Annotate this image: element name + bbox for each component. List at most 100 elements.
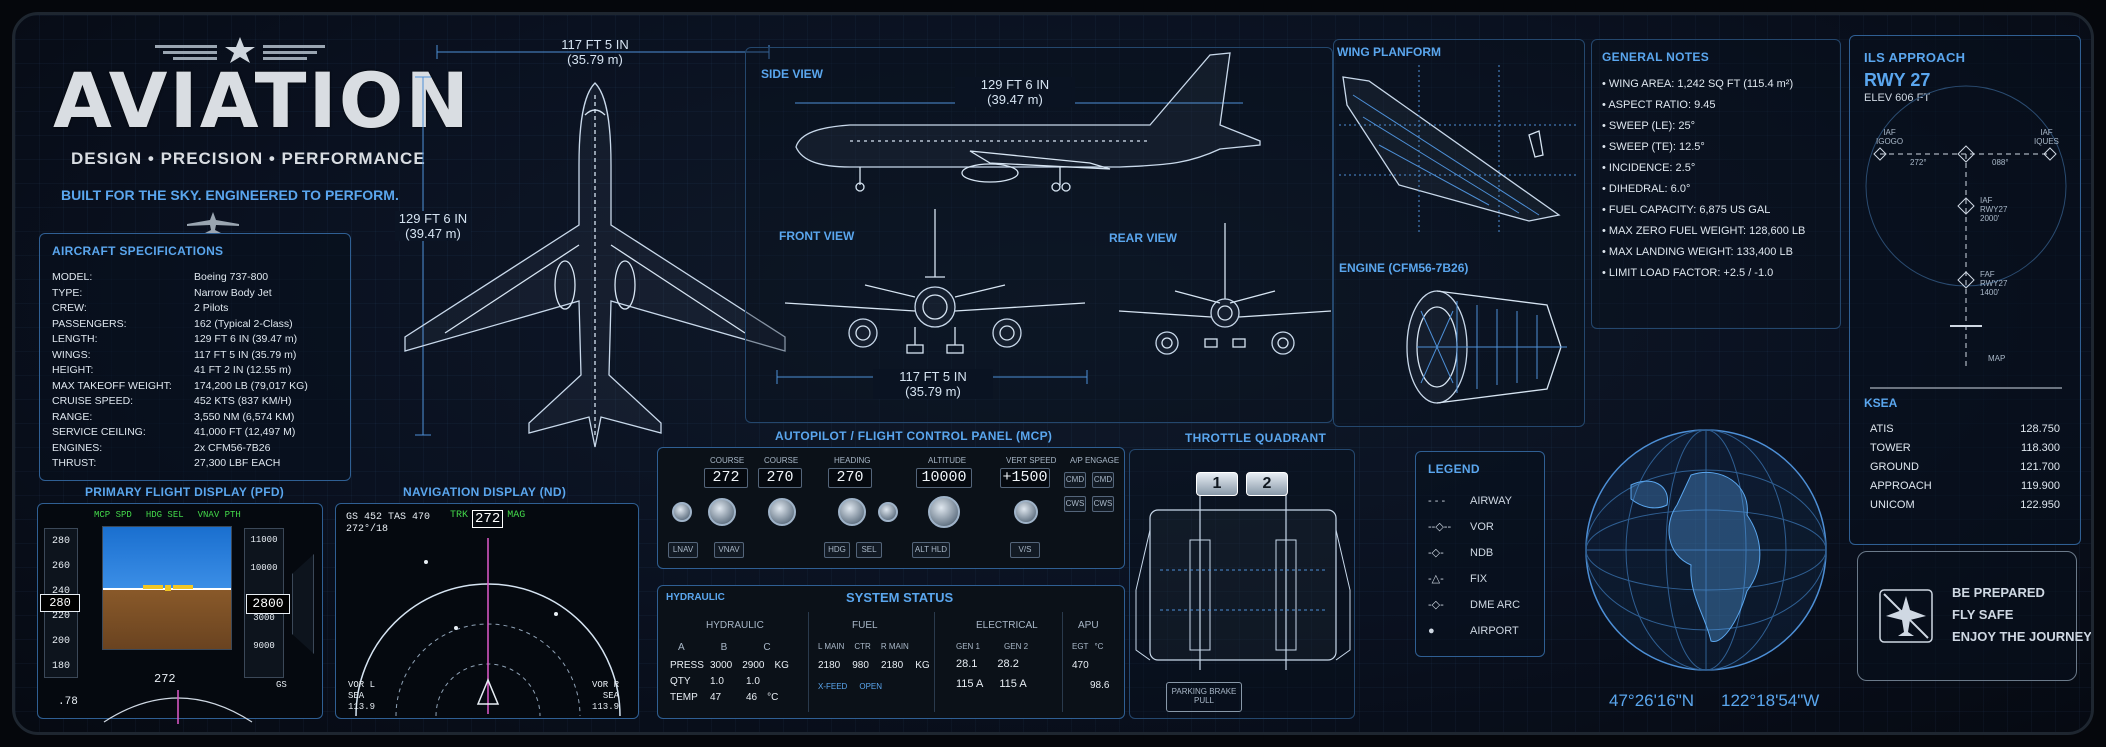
pfd-speed-4: 220 [51, 611, 70, 622]
electrical-title: ELECTRICAL [976, 620, 1038, 631]
mcp-course-right-knob[interactable] [708, 498, 736, 526]
top-length-m: (39.47 m) [405, 226, 461, 241]
fuel-col-rmain: R MAIN [880, 642, 909, 651]
parking-brake-button[interactable]: PARKING BRAKE PULL [1166, 682, 1242, 712]
hydraulic-title: HYDRAULIC [706, 620, 764, 631]
note-item: • INCIDENCE: 2.5° [1602, 162, 1696, 174]
mcp-hdg-button[interactable]: HDG [824, 542, 850, 558]
pfd-speed-readout: 280 [40, 594, 80, 612]
ils-panel: ILS APPROACH RWY 27 ELEV 606 FT IAF IGOG… [1849, 35, 2081, 545]
notes-list: • WING AREA: 1,242 SQ FT (115.4 m²)• ASP… [1602, 74, 1838, 284]
frequency-row: TOWER 118.300 [1870, 439, 2060, 458]
mcp-sel-button[interactable]: SEL [856, 542, 882, 558]
spec-value: 2 Pilots [194, 302, 229, 314]
mcp-lnav-button[interactable]: LNAV [668, 542, 698, 558]
fuel-xfeed-row: X-FEED OPEN [818, 682, 882, 691]
throttle-lever-1[interactable]: 1 [1196, 472, 1238, 496]
front-dim-line [776, 370, 1088, 384]
electrical-volt-row: 28.1 28.2 [956, 658, 1019, 670]
motto-line-3: ENJOY THE JOURNEY [1952, 629, 2092, 644]
motto-lines: BE PREPARED FLY SAFE ENJOY THE JOURNEY [1952, 582, 2092, 648]
mcp-alt-hold-button[interactable]: ALT HLD [912, 542, 950, 558]
nd-panel: GS 452 TAS 470 272°/18 TRK 272 MAG VOR L… [335, 503, 639, 719]
electrical-amp-row: 115 A 115 A [956, 678, 1027, 690]
frequency-value: 119.900 [2021, 480, 2060, 492]
spec-row: THRUST:27,300 LBF EACH [52, 456, 342, 472]
mcp-vnav-button[interactable]: VNAV [714, 542, 744, 558]
mcp-course-right-display: 270 [758, 468, 802, 488]
rear-view-label: REAR VIEW [1109, 231, 1178, 245]
hydraulic-col-a: A [678, 642, 685, 653]
front-wingspan-dim: 117 FT 5 IN (35.79 m) [873, 369, 993, 399]
pfd-panel: MCP SPD HDG SEL VNAV PTH 280 260 240 220… [37, 503, 323, 724]
mcp-altitude-knob[interactable] [928, 496, 960, 528]
mcp-heading-knob[interactable] [838, 498, 866, 526]
note-text: DIHEDRAL: 6.0° [1608, 183, 1691, 195]
top-view-dimension-lines [415, 45, 770, 436]
nd-vor-left-label: VOR L [348, 680, 376, 690]
pfd-heading: 272 [154, 672, 176, 686]
note-item: • MAX ZERO FUEL WEIGHT: 128,600 LB [1602, 225, 1806, 237]
mcp-vs-display: +1500 [1000, 468, 1050, 488]
legend-item: -△-FIX [1428, 566, 1540, 592]
front-view-label: FRONT VIEW [779, 229, 855, 243]
side-length-m: (39.47 m) [987, 92, 1043, 107]
hydraulic-qty-a: 1.0 [710, 676, 724, 687]
pfd-speed-2: 260 [51, 561, 70, 572]
throttle-quadrant-drawing [1135, 490, 1351, 670]
side-view-airplane [795, 52, 1261, 192]
brand-subtitle: BUILT FOR THE SKY. ENGINEERED TO PERFORM… [61, 187, 399, 203]
mcp-altitude-display: 10000 [916, 468, 972, 488]
mcp-ap-cws-a-button[interactable]: CWS [1064, 496, 1086, 512]
note-text: MAX LANDING WEIGHT: 133,400 LB [1608, 246, 1793, 258]
mcp-ap-cmd-a-button[interactable]: CMD [1064, 472, 1086, 488]
notes-title: GENERAL NOTES [1602, 50, 1710, 64]
pfd-speed-6: 180 [51, 661, 70, 672]
spec-value: 452 KTS (837 KM/H) [194, 395, 292, 407]
wing-planform-drawing [1339, 65, 1579, 235]
frequency-value: 121.700 [2020, 461, 2060, 473]
nd-heading: 272 [472, 510, 504, 528]
hydraulic-temp-label: TEMP [670, 692, 698, 703]
note-item: • ASPECT RATIO: 9.45 [1602, 99, 1716, 111]
throttle-lever-2[interactable]: 2 [1246, 472, 1288, 496]
mcp-label-heading: HEADING [834, 456, 871, 465]
note-text: MAX ZERO FUEL WEIGHT: 128,600 LB [1608, 225, 1806, 237]
legend-symbol-icon: --◇-- [1428, 521, 1452, 533]
fuel-val-lmain: 2180 [818, 660, 841, 671]
mcp-bank-knob[interactable] [878, 502, 898, 522]
frequency-value: 118.300 [2021, 442, 2060, 454]
frequency-name: TOWER [1870, 442, 1911, 454]
pfd-mode-spd: MCP SPD [94, 510, 132, 520]
spec-value: Boeing 737-800 [194, 271, 269, 283]
mcp-speed-knob[interactable] [768, 498, 796, 526]
mcp-course-left-knob[interactable] [672, 502, 692, 522]
ils-iaf-mid-label: IAF [1980, 196, 1993, 205]
mcp-title: AUTOPILOT / FLIGHT CONTROL PANEL (MCP) [775, 429, 1053, 443]
mcp-vs-button[interactable]: V/S [1010, 542, 1040, 558]
nd-vor-right-name: SEA [602, 691, 620, 701]
mcp-vs-knob[interactable] [1014, 500, 1038, 524]
throttle-title: THROTTLE QUADRANT [1185, 431, 1327, 445]
electrical-gen2-amps: 115 A [999, 678, 1027, 690]
engine-cutaway-drawing [1406, 290, 1567, 404]
mcp-course-left-display: 272 [704, 468, 748, 488]
spec-value: 27,300 LBF EACH [194, 457, 281, 469]
system-status-title: SYSTEM STATUS [846, 590, 954, 605]
mcp-ap-cws-b-button[interactable]: CWS [1092, 496, 1114, 512]
motto-line-2: FLY SAFE [1952, 607, 2014, 622]
front-view-airplane [784, 209, 1086, 354]
top-length-ft: 129 FT 6 IN [398, 211, 468, 226]
ils-airport: KSEA [1864, 396, 1898, 410]
ils-faf-label: FAF [1980, 270, 1995, 279]
frequency-name: ATIS [1870, 423, 1894, 435]
mcp-ap-cmd-b-button[interactable]: CMD [1092, 472, 1114, 488]
parking-brake-label: PARKING BRAKE [1171, 687, 1237, 696]
legend-item: - - -AIRWAY [1428, 488, 1540, 514]
mcp-heading-display: 270 [828, 468, 872, 488]
spec-row: CRUISE SPEED:452 KTS (837 KM/H) [52, 394, 342, 410]
hydraulic-temp-unit: °C [767, 692, 779, 703]
note-text: LIMIT LOAD FACTOR: +2.5 / -1.0 [1608, 267, 1774, 279]
